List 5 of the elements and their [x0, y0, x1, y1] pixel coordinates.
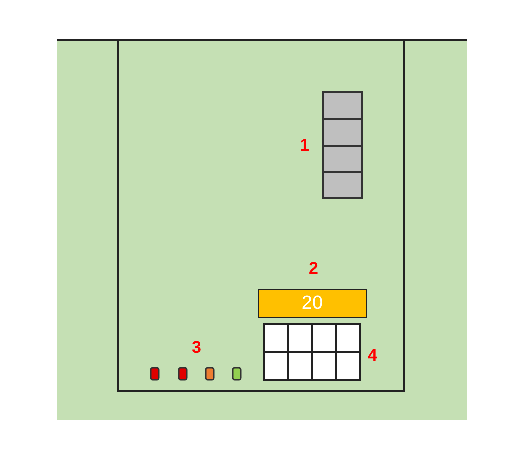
callout-number: 2: [309, 259, 318, 279]
callout-number: 3: [192, 338, 202, 358]
callout-number: 4: [368, 346, 378, 366]
display-panel: 20: [258, 289, 367, 318]
callout-number: 1: [300, 136, 310, 156]
